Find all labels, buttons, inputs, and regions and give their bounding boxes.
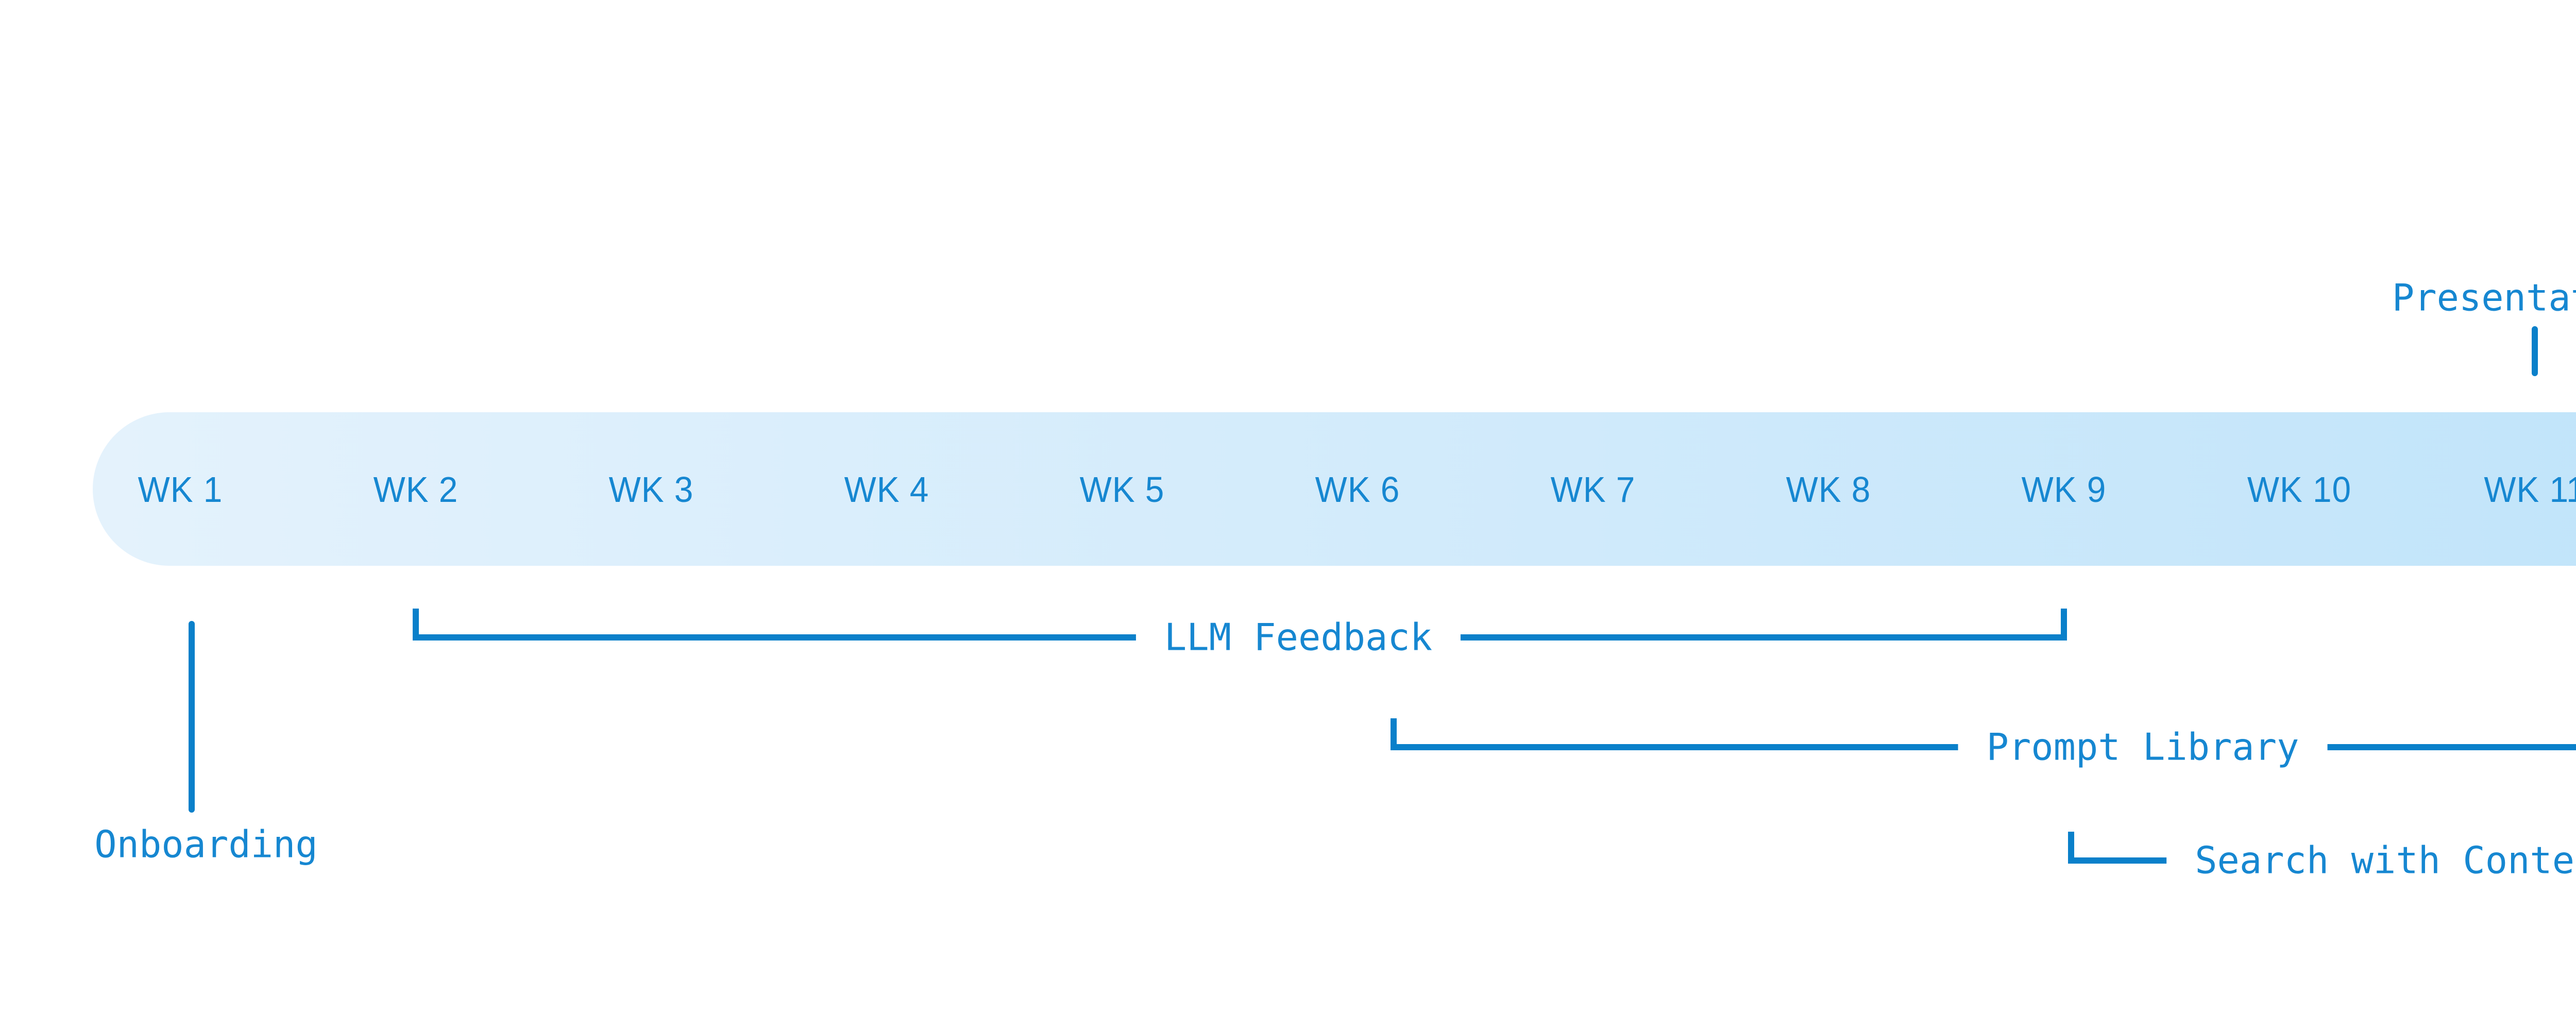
search-with-context-label: Search with Context [2166, 839, 2576, 882]
timeline-bar [93, 412, 2576, 566]
week-label-8: WK 8 [1786, 469, 1871, 510]
presentation-connector-line [2532, 326, 2538, 376]
week-label-3: WK 3 [608, 469, 694, 510]
week-label-11: WK 11 [2484, 469, 2576, 510]
llm-feedback-label: LLM Feedback [1136, 616, 1461, 659]
week-label-2: WK 2 [373, 469, 459, 510]
onboarding-label: Onboarding [94, 822, 318, 866]
week-label-9: WK 9 [2021, 469, 2107, 510]
prompt-library-label: Prompt Library [1958, 726, 2328, 769]
week-label-6: WK 6 [1315, 469, 1400, 510]
onboarding-connector-line [189, 621, 195, 813]
week-label-4: WK 4 [844, 469, 929, 510]
week-label-7: WK 7 [1550, 469, 1636, 510]
presentation-label: Presentation [2392, 276, 2576, 319]
week-label-5: WK 5 [1079, 469, 1165, 510]
week-label-1: WK 1 [138, 469, 223, 510]
week-label-10: WK 10 [2247, 469, 2352, 510]
